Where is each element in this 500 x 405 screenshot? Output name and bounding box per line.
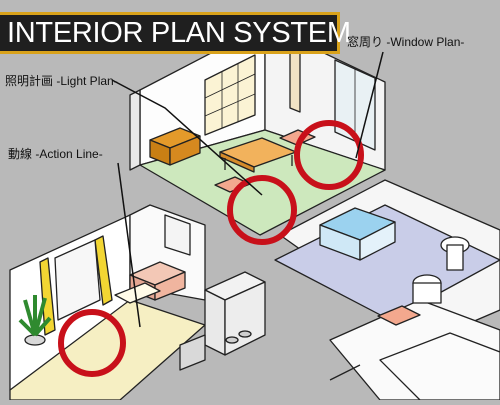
plant-icon xyxy=(18,295,52,346)
page-title: INTERIOR PLAN SYSTEM xyxy=(0,12,351,54)
action-line-label: 動線 -Action Line- xyxy=(8,147,103,161)
kitchen xyxy=(179,271,266,371)
lower-left-room xyxy=(9,204,206,401)
window-plan-label: 窓周り -Window Plan- xyxy=(347,35,465,49)
bathtub-icon xyxy=(319,207,396,261)
stove-icon xyxy=(225,330,252,344)
highlight-ring-icon xyxy=(58,120,364,377)
upper-room xyxy=(129,24,386,236)
shoji-window-icon xyxy=(204,54,256,136)
callout-lines xyxy=(111,51,384,328)
cabinet-icon xyxy=(149,127,201,166)
toilet-icon xyxy=(412,274,442,304)
light-plan-label: 照明計画 -Light Plan- xyxy=(5,74,118,88)
sink-icon xyxy=(440,236,470,271)
bathroom xyxy=(274,179,500,401)
